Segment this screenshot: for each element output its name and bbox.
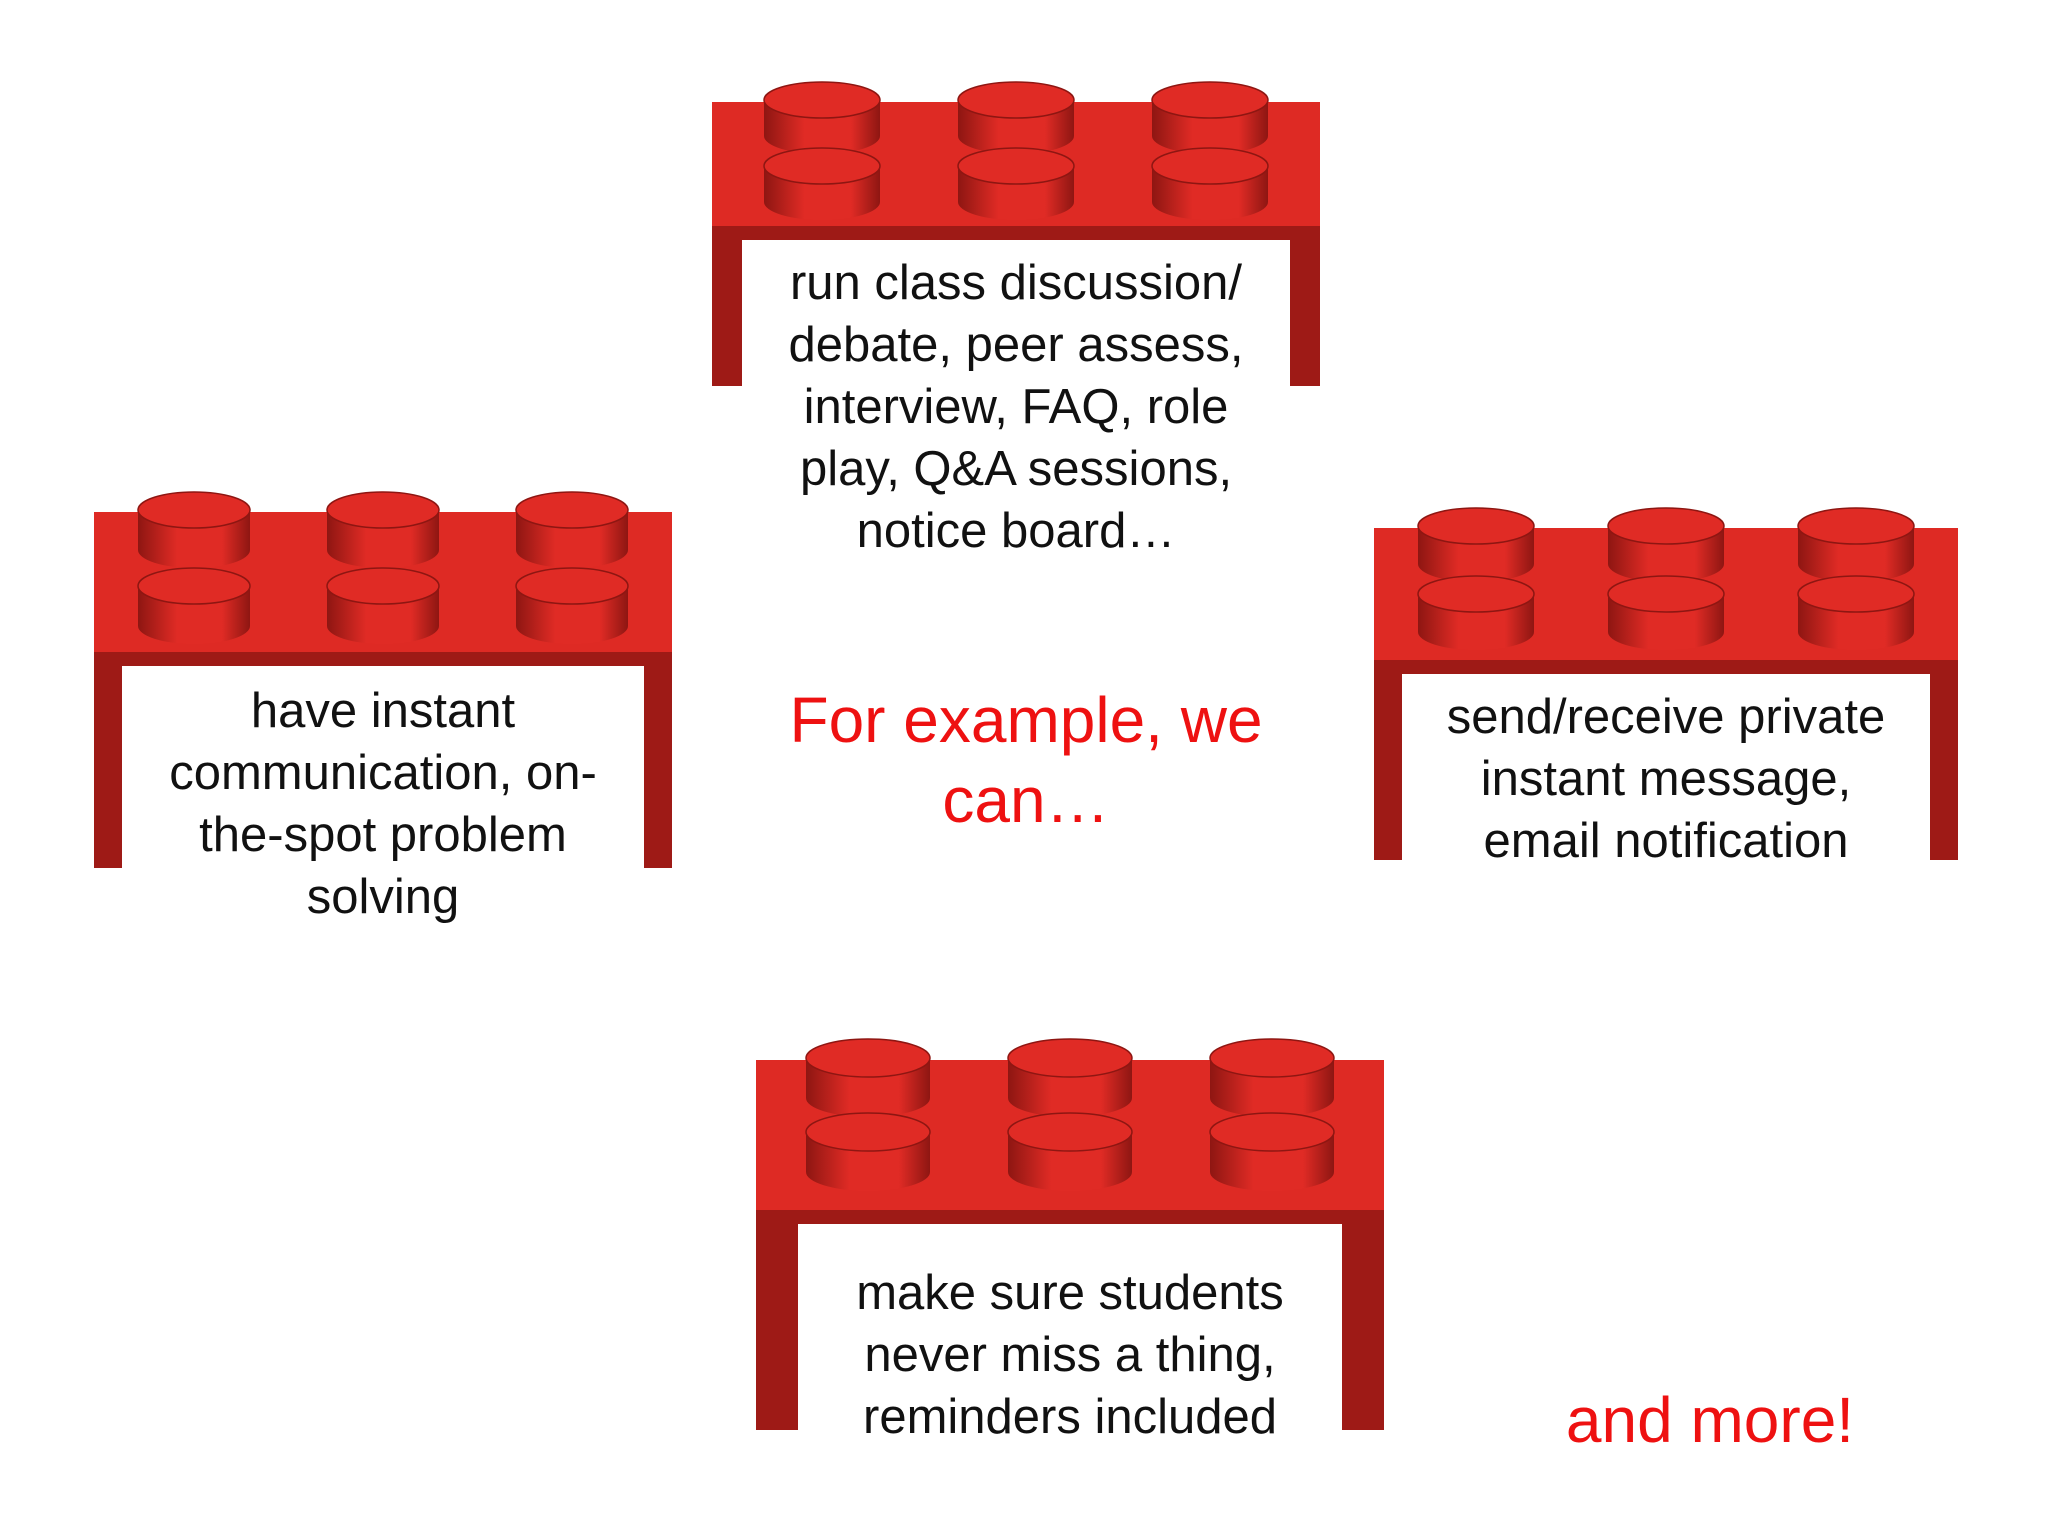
brick-stud [1417, 575, 1535, 650]
brick-stud [137, 567, 251, 644]
lego-brick-left: have instant communication, on- the-spot… [94, 482, 672, 942]
lego-brick-top-shape [712, 81, 1320, 460]
brick-stud [1797, 507, 1915, 582]
brick-stud [1607, 507, 1725, 582]
brick-top-text: run class discussion/ debate, peer asses… [788, 256, 1244, 558]
brick-stud [515, 491, 629, 568]
brick-left-text: have instant communication, on- the-spot… [169, 684, 597, 924]
brick-right-leg [644, 652, 672, 868]
brick-right-leg [1930, 660, 1958, 860]
brick-front-edge [1374, 660, 1958, 674]
brick-stud [326, 491, 440, 568]
brick-left-leg [712, 226, 742, 386]
brick-stud [1209, 1112, 1335, 1191]
lego-brick-right-shape [1374, 507, 1958, 934]
brick-right-leg [1342, 1210, 1384, 1430]
brick-stud [805, 1112, 931, 1191]
brick-left-leg [1374, 660, 1402, 860]
brick-stud [805, 1038, 931, 1117]
lego-brick-right: send/receive private instant message, em… [1374, 500, 1958, 934]
brick-stud [1797, 575, 1915, 650]
brick-label-area [798, 1224, 1342, 1504]
lego-brick-top: run class discussion/ debate, peer asses… [712, 76, 1320, 558]
brick-stud [1209, 1038, 1335, 1117]
brick-stud [1151, 147, 1269, 220]
brick-label-area [1402, 674, 1930, 934]
brick-left-leg [94, 652, 122, 868]
lego-brick-bottom: make sure students never miss a thing, r… [756, 1032, 1384, 1504]
brick-stud [1007, 1112, 1133, 1191]
brick-stud [1607, 575, 1725, 650]
brick-left-leg [756, 1210, 798, 1430]
center-caption: For example, we can… [789, 684, 1263, 836]
brick-right-text: send/receive private instant message, em… [1446, 690, 1886, 868]
lego-brick-left-shape [94, 491, 672, 942]
brick-stud [957, 147, 1075, 220]
brick-stud [515, 567, 629, 644]
brick-right-leg [1290, 226, 1320, 386]
brick-stud [763, 147, 881, 220]
brick-stud [957, 81, 1075, 154]
brick-stud [1151, 81, 1269, 154]
lego-brick-bottom-shape [756, 1038, 1384, 1504]
brick-front-edge [94, 652, 672, 666]
brick-label-area [742, 240, 1290, 460]
brick-stud [1007, 1038, 1133, 1117]
and-more-caption: and more! [1565, 1384, 1855, 1456]
brick-stud [326, 567, 440, 644]
brick-front-edge [756, 1210, 1384, 1224]
brick-stud [137, 491, 251, 568]
brick-stud [763, 81, 881, 154]
brick-label-area [122, 666, 644, 942]
brick-front-edge [712, 226, 1320, 240]
brick-bottom-text: make sure students never miss a thing, r… [856, 1266, 1284, 1444]
brick-stud [1417, 507, 1535, 582]
